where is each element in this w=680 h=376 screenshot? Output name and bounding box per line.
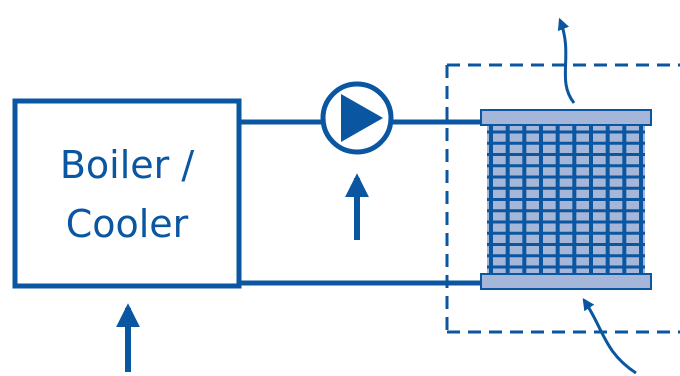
room-boundary <box>445 63 680 334</box>
air-in-arrow-icon <box>582 298 637 375</box>
boiler-box <box>12 98 242 289</box>
heat-exchanger-bottom-header <box>480 273 652 290</box>
boiler-label-line1: Boiler / <box>60 143 195 187</box>
heat-exchanger-icon <box>480 109 652 290</box>
boiler-label-line2: Cooler <box>66 202 189 246</box>
air-out-arrow-icon <box>557 17 576 104</box>
pump-icon <box>320 81 394 155</box>
heat-exchanger-top-header <box>480 109 652 126</box>
